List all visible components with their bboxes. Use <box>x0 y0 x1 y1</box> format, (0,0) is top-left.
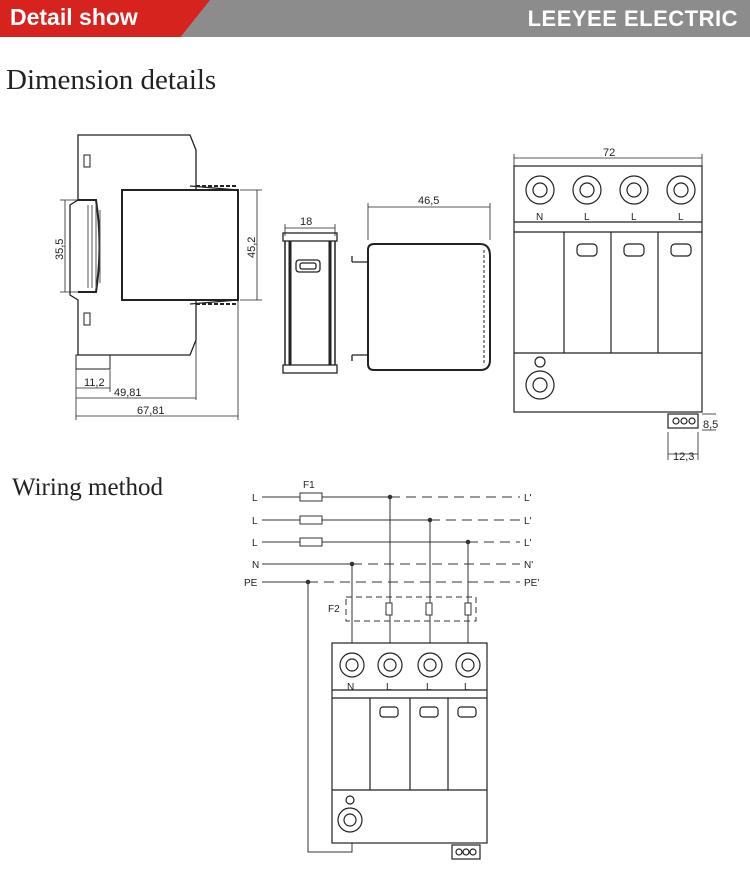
line-right-5: PE' <box>524 578 539 589</box>
front-label-l2: L <box>631 212 637 223</box>
brand-name: LEEYEE ELECTRIC <box>527 6 738 31</box>
dim-45-2: 45,2 <box>246 237 258 258</box>
line-left-5: PE <box>244 578 258 589</box>
module-label-l3: L <box>464 682 470 693</box>
line-right-4: N' <box>524 560 533 571</box>
wiring-lines <box>262 492 520 853</box>
wiring-method-title: Wiring method <box>12 474 164 501</box>
front-label-n: N <box>536 212 543 223</box>
front-label-l3: L <box>678 212 684 223</box>
module-dimension <box>284 224 336 236</box>
dim-11-2: 11,2 <box>84 377 105 389</box>
depth-dimension <box>367 203 491 240</box>
front-dimensions <box>513 154 716 460</box>
line-left-2: L <box>252 516 258 527</box>
dim-72: 72 <box>603 147 615 159</box>
wiring-module <box>331 642 488 860</box>
header-bar: Detail show LEEYEE ELECTRIC <box>0 0 750 37</box>
dim-35-5: 35,5 <box>54 239 66 260</box>
dim-12-3: 12,3 <box>673 451 694 463</box>
side-view-dimensions <box>60 189 262 420</box>
dim-67-81: 67,81 <box>137 405 165 417</box>
front-terminals <box>525 175 696 205</box>
module-label-l2: L <box>426 682 432 693</box>
dimension-details-title: Dimension details <box>6 64 217 96</box>
line-left-3: L <box>252 538 258 549</box>
header-title: Detail show <box>10 4 138 30</box>
front-label-l1: L <box>584 212 590 223</box>
line-right-2: L' <box>524 516 532 527</box>
header-tab <box>0 0 210 37</box>
line-left-1: L <box>252 493 258 504</box>
dim-46-5: 46,5 <box>418 195 439 207</box>
depth-view <box>351 243 491 371</box>
dim-8-5: 8,5 <box>703 419 718 431</box>
line-right-3: L' <box>524 538 532 549</box>
fuse-f1-label: F1 <box>303 480 315 491</box>
module-label-n: N <box>347 682 354 693</box>
side-view <box>69 134 239 370</box>
module-label-l1: L <box>386 682 392 693</box>
module-view <box>282 232 338 374</box>
front-view <box>513 165 703 429</box>
dim-49-81: 49,81 <box>114 387 142 399</box>
dim-18: 18 <box>300 216 312 228</box>
fuse-f2-label: F2 <box>328 604 340 615</box>
line-right-1: L' <box>524 493 532 504</box>
line-left-4: N <box>252 560 259 571</box>
